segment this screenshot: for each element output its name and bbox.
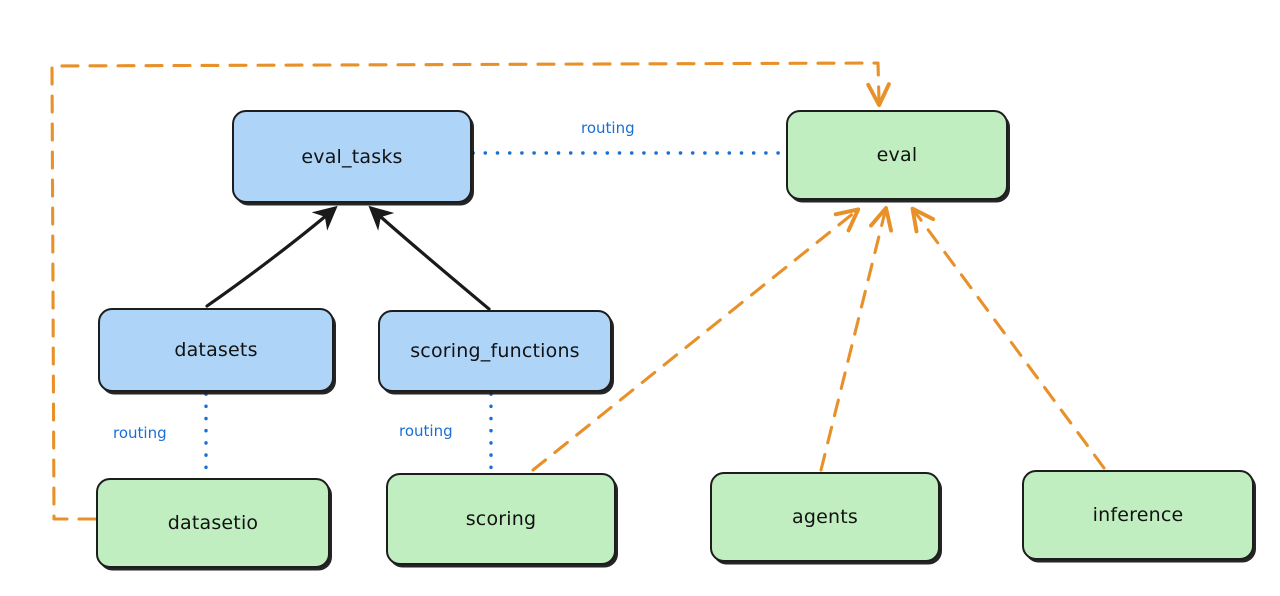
edge-label-routing-scoring-functions-scoring: routing [396, 422, 456, 440]
node-label-eval: eval [876, 144, 918, 166]
node-inference[interactable]: inference [1022, 470, 1254, 560]
edge-agents-to-eval [819, 206, 894, 472]
node-label-agents: agents [792, 506, 858, 528]
node-agents[interactable]: agents [710, 472, 940, 562]
edge-datasets-to-eval-tasks [205, 205, 338, 308]
edge-label-routing-eval-tasks-eval: routing [578, 119, 638, 137]
node-label-eval-tasks: eval_tasks [301, 145, 403, 168]
node-label-scoring: scoring [465, 508, 537, 530]
edge-inference-to-eval [910, 206, 1106, 470]
node-label-datasetio: datasetio [167, 512, 259, 534]
node-label-datasets: datasets [174, 339, 258, 361]
node-scoring-functions[interactable]: scoring_functions [378, 310, 612, 392]
node-datasets[interactable]: datasets [98, 308, 334, 392]
edge-scoring-functions-to-eval-tasks [368, 205, 491, 311]
node-label-scoring-functions: scoring_functions [410, 340, 580, 362]
node-scoring[interactable]: scoring [386, 473, 616, 565]
node-label-inference: inference [1092, 504, 1184, 526]
node-datasetio[interactable]: datasetio [96, 478, 330, 568]
edge-label-routing-datasets-datasetio: routing [110, 424, 170, 442]
node-eval-tasks[interactable]: eval_tasks [232, 110, 472, 203]
node-eval[interactable]: eval [786, 110, 1008, 200]
